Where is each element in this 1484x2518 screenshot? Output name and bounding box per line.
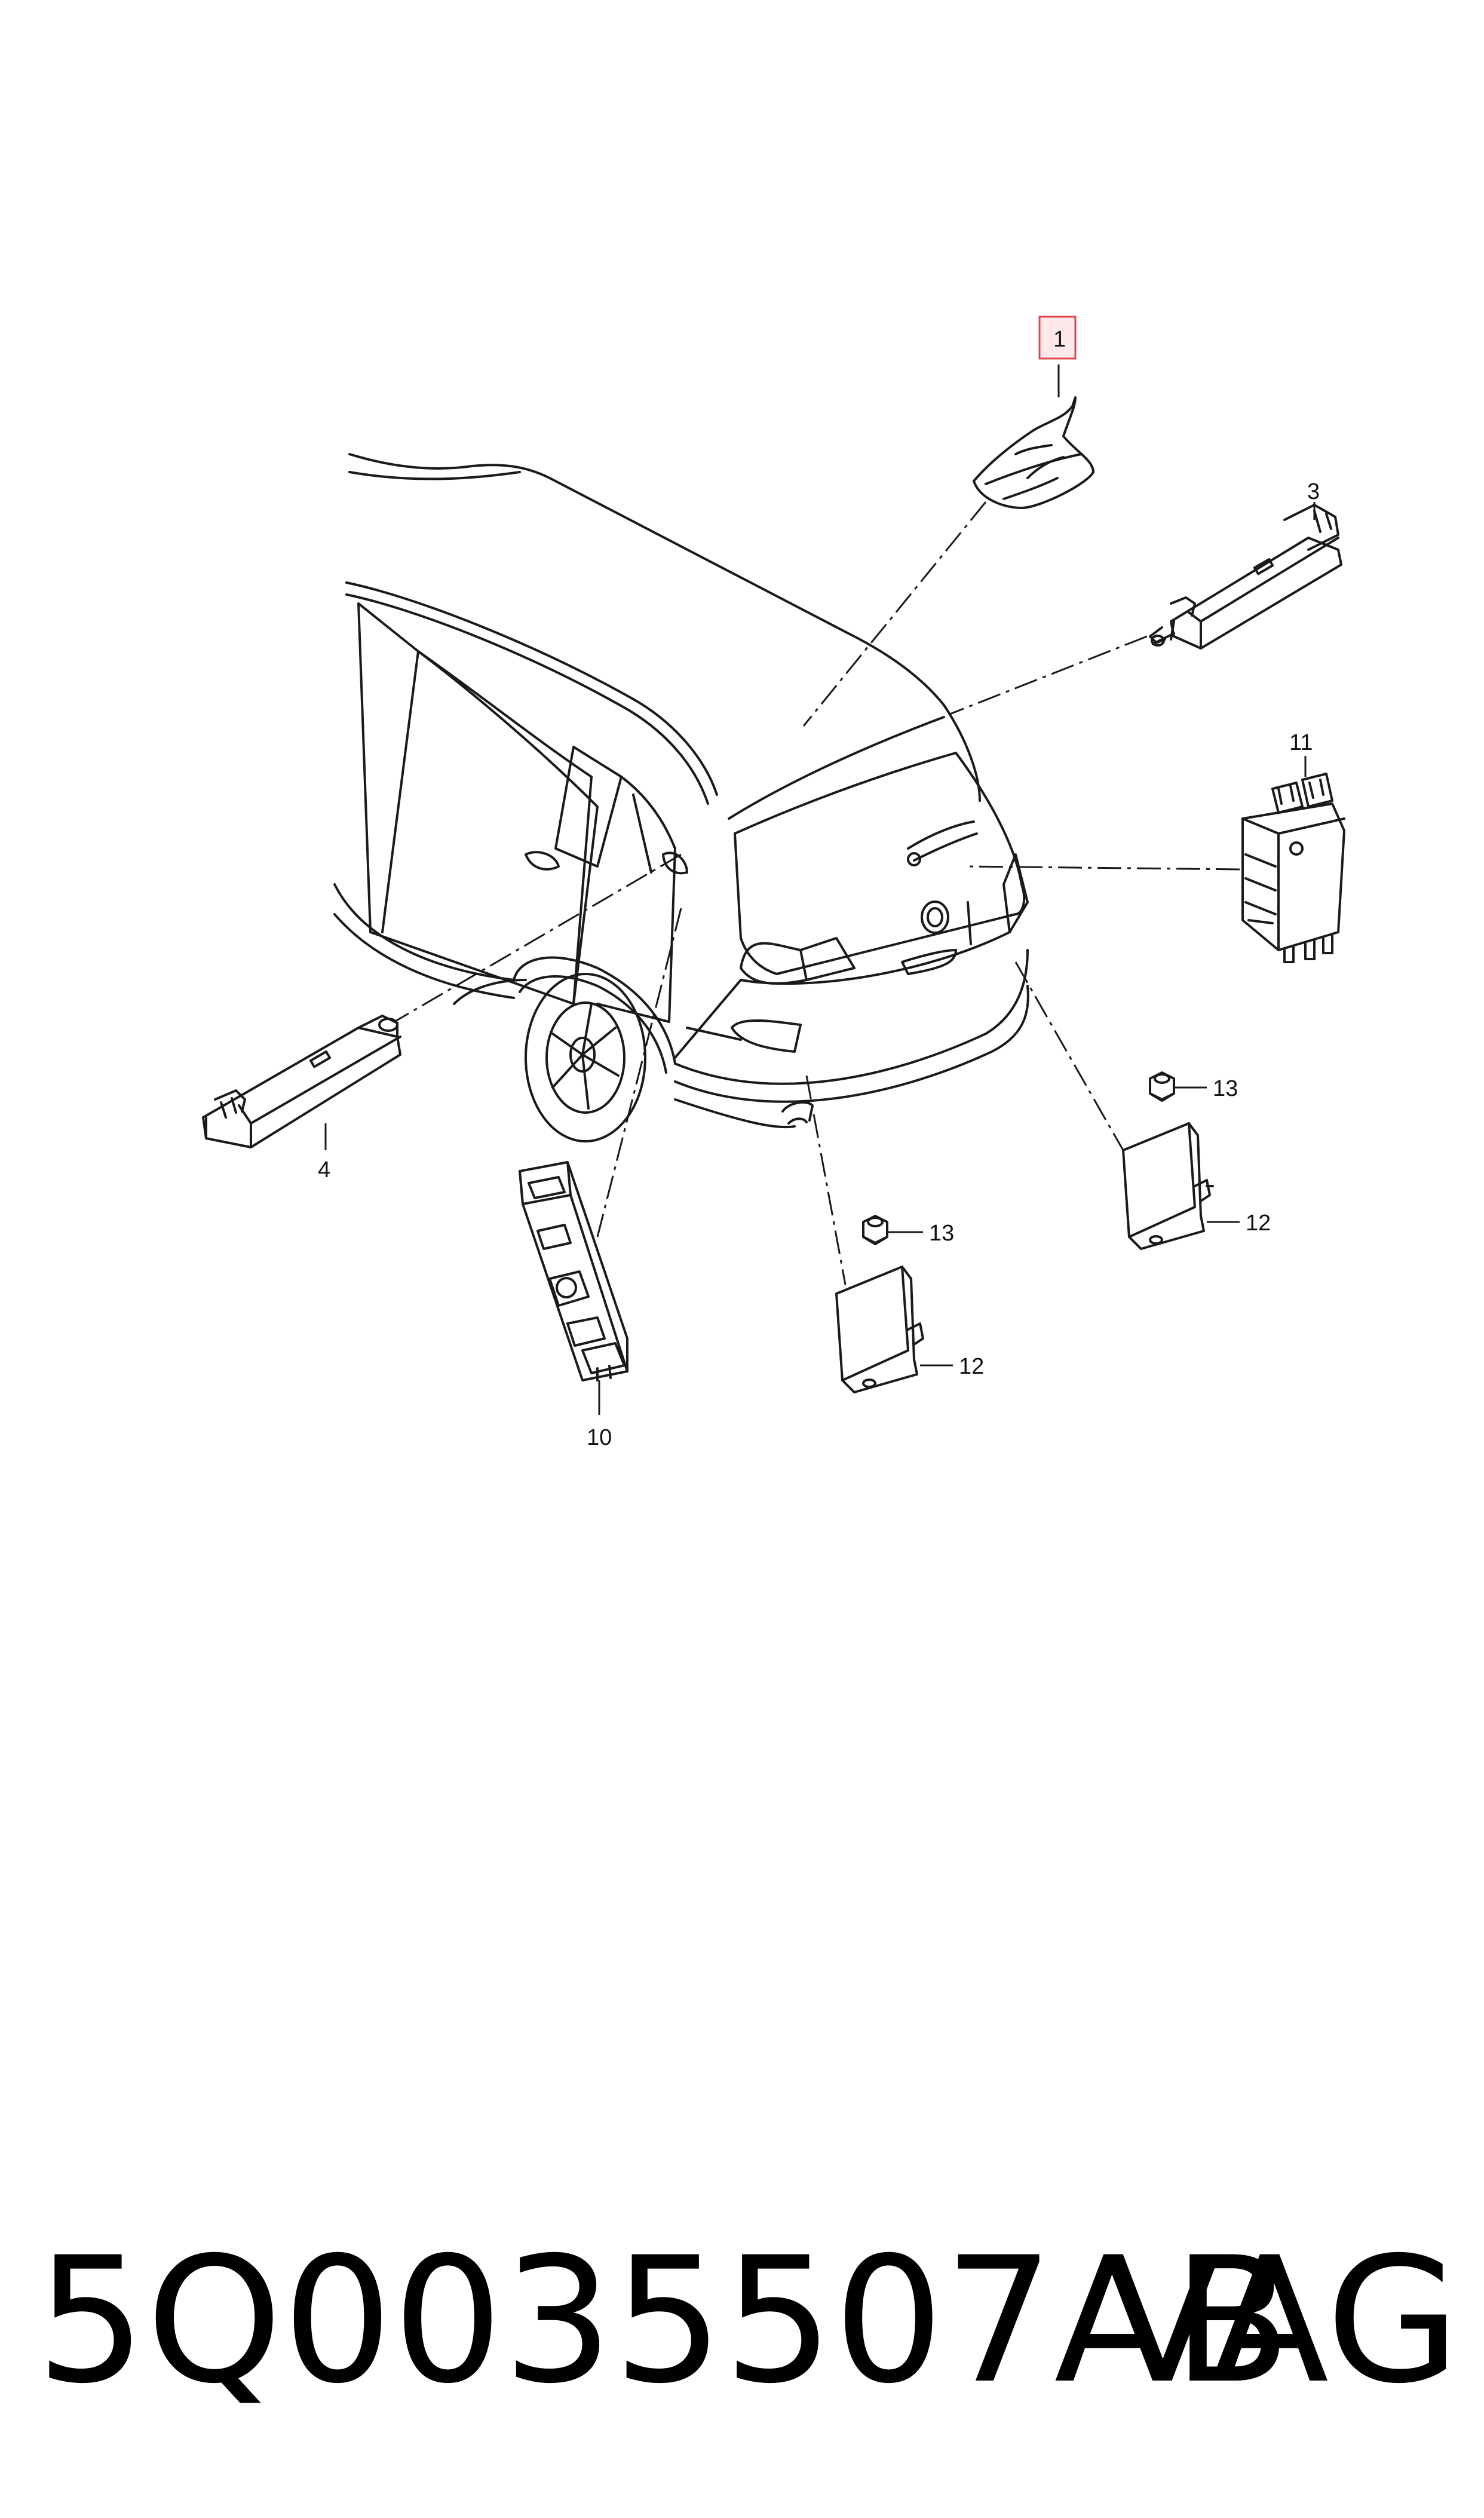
part-1-roof-antenna xyxy=(973,396,1094,509)
brand-label: VAG xyxy=(1103,2220,1460,2422)
part-11-control-module xyxy=(1241,773,1345,963)
callout-4: 4 xyxy=(318,1157,330,1183)
callout-10: 10 xyxy=(587,1425,612,1450)
callout-1: 1 xyxy=(1053,327,1066,352)
callout-11: 11 xyxy=(1289,730,1313,755)
callout-13-right: 13 xyxy=(1213,1076,1238,1101)
part-4-amplifier xyxy=(202,1015,401,1148)
callout-13-center: 13 xyxy=(929,1221,954,1246)
leader-lines xyxy=(394,501,1240,1285)
part-3-antenna-amplifier xyxy=(1149,504,1342,650)
callout-12-center: 12 xyxy=(959,1354,984,1379)
part-13-nut-right xyxy=(1149,1071,1175,1102)
part-10-control-module xyxy=(519,1161,628,1381)
car-body xyxy=(333,453,1029,1142)
part-13-nut-center xyxy=(862,1215,888,1245)
part-number: 5Q0035507AB xyxy=(36,2220,1292,2422)
callout-1-highlight xyxy=(1038,315,1077,360)
part-12-bracket-center xyxy=(835,1266,924,1393)
callout-3: 3 xyxy=(1307,479,1320,504)
part-12-bracket-right xyxy=(1122,1122,1214,1250)
callout-leaders xyxy=(324,364,1316,1415)
callout-12-right: 12 xyxy=(1246,1211,1271,1236)
